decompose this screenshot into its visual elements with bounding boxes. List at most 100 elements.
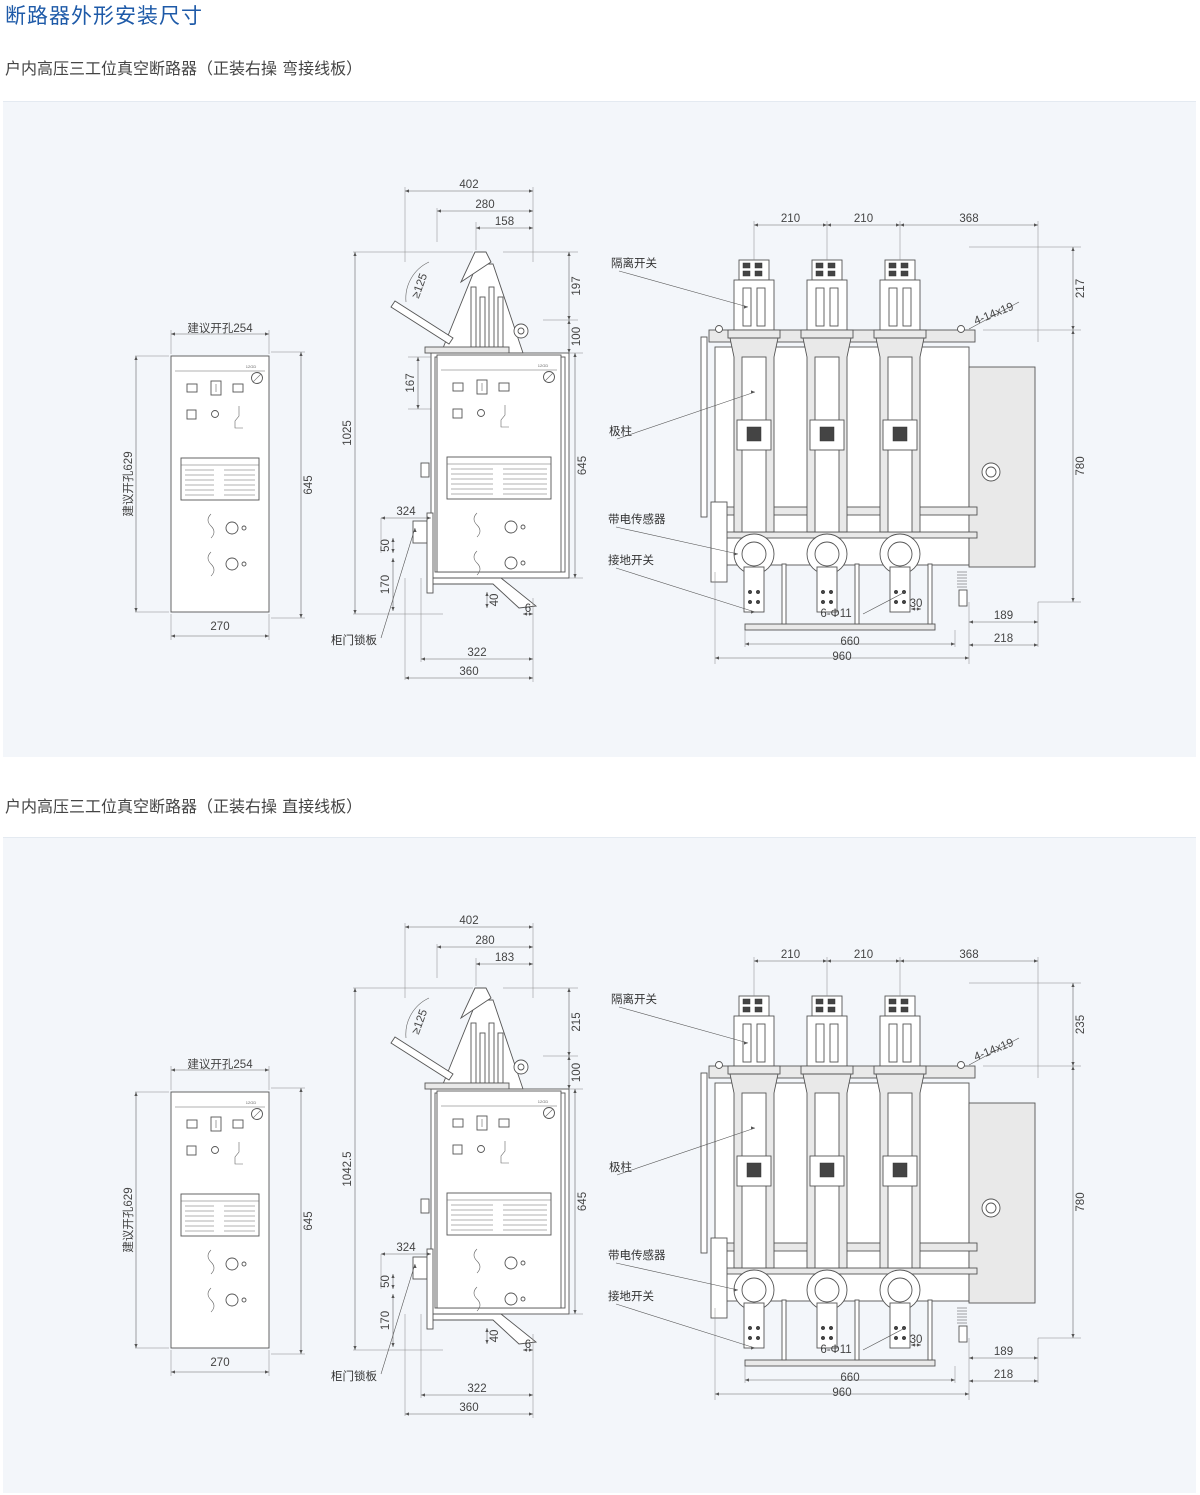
earthing-rod bbox=[781, 1299, 787, 1361]
dimension-arrow bbox=[353, 252, 357, 256]
dimension-arrow bbox=[567, 1085, 571, 1089]
dimension-label: 270 bbox=[210, 1357, 229, 1369]
dimension-arrow bbox=[299, 1350, 303, 1354]
operating-indicator bbox=[241, 525, 247, 531]
live-sensor-inner bbox=[814, 541, 840, 567]
dimension-label: 50 bbox=[380, 1275, 392, 1288]
live-sensor-inner bbox=[741, 541, 767, 567]
terminal-hole bbox=[820, 1335, 826, 1341]
door-lock-plate-label: 柜门锁板 bbox=[331, 1369, 377, 1383]
dimension-arrow bbox=[896, 959, 900, 963]
dimension-arrow bbox=[529, 226, 533, 230]
dimension-arrow bbox=[523, 612, 527, 616]
operating-slot bbox=[207, 1287, 215, 1313]
dimension-arrow bbox=[485, 604, 489, 608]
lower-terminal bbox=[743, 1302, 765, 1349]
dimension-label: 324 bbox=[396, 1242, 416, 1254]
terminal-bolt bbox=[746, 1162, 762, 1178]
mounting-hole bbox=[715, 325, 723, 333]
operating-rod bbox=[700, 1072, 708, 1254]
isolator-blade bbox=[815, 1023, 825, 1063]
terminal-block bbox=[736, 419, 772, 451]
pole-label: 极柱 bbox=[609, 1160, 632, 1174]
panel-knob-slot bbox=[252, 373, 262, 383]
isolator-contact bbox=[900, 262, 909, 269]
dimension-arrow bbox=[529, 676, 533, 680]
dimension-label: 645 bbox=[577, 456, 589, 475]
dimension-arrow bbox=[416, 357, 420, 361]
dimension-arrow bbox=[573, 1089, 577, 1093]
mimic-diagram bbox=[234, 1142, 243, 1165]
live-sensor-inner bbox=[814, 1277, 840, 1303]
spring-bracket bbox=[958, 589, 968, 607]
dimension-label: 645 bbox=[303, 1211, 315, 1230]
dimension-label: 210 bbox=[854, 949, 873, 961]
dimension-label: 40 bbox=[489, 594, 501, 607]
dimension-arrow bbox=[1034, 223, 1038, 227]
isolator-contact bbox=[742, 270, 751, 277]
insulator-rod bbox=[497, 1032, 504, 1084]
dimension-arrow bbox=[134, 1092, 138, 1096]
panel-tag: 12GD bbox=[246, 1100, 257, 1105]
isolator-blade bbox=[902, 287, 912, 327]
nameplate bbox=[446, 1192, 552, 1236]
interlock-window bbox=[186, 1145, 197, 1156]
pole-flange bbox=[800, 329, 854, 339]
mounting-hole bbox=[715, 1061, 723, 1069]
terminal-hole bbox=[901, 599, 907, 605]
isolator-contact bbox=[742, 262, 751, 269]
isolator-contact bbox=[888, 270, 897, 277]
isolator-contact bbox=[888, 998, 897, 1005]
dimension-arrow bbox=[900, 223, 904, 227]
earthing-rod bbox=[927, 1299, 933, 1361]
operating-indicator bbox=[520, 560, 526, 566]
isolator-contact bbox=[815, 270, 824, 277]
dimension-label: 645 bbox=[303, 475, 315, 494]
lower-terminal bbox=[889, 566, 911, 613]
leader-line bbox=[862, 591, 906, 615]
dimension-arrow bbox=[1034, 1379, 1038, 1383]
pole-3 bbox=[873, 259, 933, 625]
dimension-arrow bbox=[134, 1344, 138, 1348]
dimension-arrow bbox=[1034, 643, 1038, 647]
live-sensor-label: 带电传感器 bbox=[608, 1248, 666, 1262]
dimension-label: ≥125 bbox=[410, 1008, 430, 1036]
panel-tag: 12GD bbox=[538, 363, 549, 368]
panel-knob-slot bbox=[544, 372, 554, 382]
dimension-label: 183 bbox=[495, 952, 514, 964]
insulator-rod bbox=[479, 296, 486, 348]
side-bracket bbox=[420, 1198, 430, 1214]
mounting-hole bbox=[957, 325, 965, 333]
dimension-arrow bbox=[734, 1288, 738, 1292]
operating-indicator bbox=[520, 1260, 526, 1266]
indicator-window bbox=[186, 1119, 198, 1129]
terminal-hole bbox=[893, 1325, 899, 1331]
indicator-window bbox=[186, 383, 198, 393]
dimension-label: 660 bbox=[840, 636, 859, 648]
dimension-label: 215 bbox=[571, 1012, 583, 1031]
dimension-label: 建议开孔254 bbox=[187, 321, 253, 335]
dimension-arrow bbox=[391, 558, 395, 562]
terminal-hole bbox=[901, 1335, 907, 1341]
pole-2 bbox=[800, 259, 860, 625]
isolator-arm bbox=[390, 300, 454, 345]
isolator-blade bbox=[888, 287, 898, 327]
section-title-1: 户内高压三工位真空断路器（正装右操 弯接线板） bbox=[5, 59, 363, 78]
isolator-blade bbox=[888, 1023, 898, 1063]
side-view: 12GD402280183≥1251042.521510064532450170… bbox=[331, 915, 589, 1418]
dimension-label: 170 bbox=[380, 1311, 392, 1330]
isolator-contact bbox=[815, 1006, 824, 1013]
insulator-rod bbox=[488, 1022, 495, 1084]
dimension-label: 217 bbox=[1075, 279, 1087, 298]
operating-indicator bbox=[520, 1296, 526, 1302]
spring-bracket bbox=[958, 1325, 968, 1343]
leader-line bbox=[615, 526, 739, 555]
isolator-contact bbox=[888, 262, 897, 269]
indicator-window bbox=[232, 383, 244, 393]
terminal-hole bbox=[828, 599, 834, 605]
operating-indicator bbox=[520, 524, 526, 530]
pole-3 bbox=[873, 995, 933, 1361]
leader-line bbox=[618, 270, 749, 308]
operating-hole bbox=[504, 1292, 518, 1306]
mimic-diagram bbox=[500, 405, 509, 428]
